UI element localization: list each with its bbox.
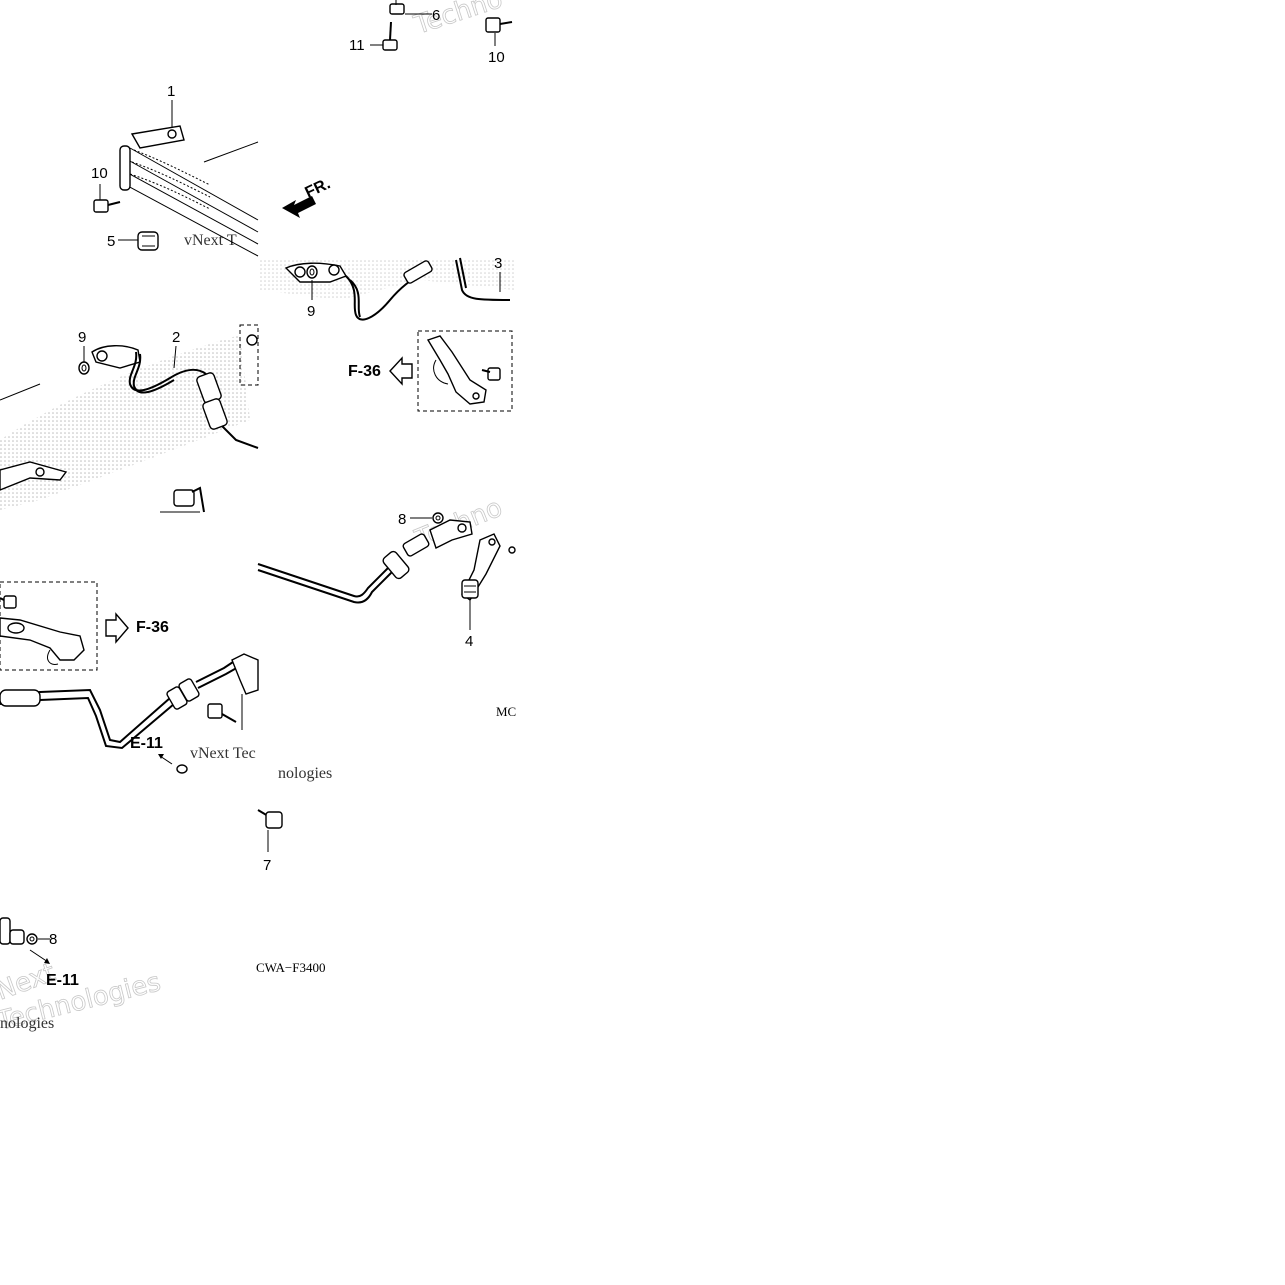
ref-e11: E-11 xyxy=(130,735,163,752)
watermark-text: vNext Tec xyxy=(190,745,256,762)
callout-8: 8 xyxy=(49,931,57,948)
bolt-10 xyxy=(485,17,513,33)
lower-fitting xyxy=(0,461,205,513)
callout-4: 4 xyxy=(465,633,473,650)
watermark-text: nologies xyxy=(0,1015,54,1032)
ref-arrow-icon xyxy=(105,612,129,644)
callout-5: 5 xyxy=(107,233,115,250)
ref-arrow-icon xyxy=(389,356,413,386)
detail-box xyxy=(417,330,513,412)
oil-cooler xyxy=(119,125,259,257)
front-label: FR. xyxy=(303,175,334,201)
diagram-code: CWA−F3400 xyxy=(256,960,325,975)
ref-e11: E-11 xyxy=(46,972,79,989)
fitting-bottom xyxy=(0,917,25,945)
callout-11: 11 xyxy=(349,37,365,54)
hose-right xyxy=(257,519,473,604)
callout-6: 6 xyxy=(432,7,440,24)
detail-box xyxy=(0,581,98,671)
bolt-7 xyxy=(257,809,283,829)
hose-lower xyxy=(0,653,259,750)
callout-2: 2 xyxy=(172,329,180,346)
bolt-10-left xyxy=(93,199,121,213)
washer-8 xyxy=(432,512,444,524)
clamp-4 xyxy=(461,533,501,602)
watermark-text: nologies xyxy=(278,765,332,782)
ref-f36: F-36 xyxy=(348,363,381,380)
bracket-detail xyxy=(426,335,501,405)
diagram-code: MC xyxy=(496,704,516,719)
ref-f36: F-36 xyxy=(136,619,169,636)
callout-9: 9 xyxy=(78,329,86,346)
callout-1: 1 xyxy=(167,83,175,100)
front-arrow-icon xyxy=(282,196,316,218)
callout-10: 10 xyxy=(91,165,108,182)
callout-7: 7 xyxy=(263,857,271,874)
washer-9 xyxy=(306,265,318,279)
callout-10: 10 xyxy=(488,49,505,66)
grommet-5 xyxy=(137,231,159,251)
callout-9: 9 xyxy=(307,303,315,320)
bolt-lower xyxy=(207,703,237,723)
watermark-text: vNext T xyxy=(184,232,237,249)
callout-8: 8 xyxy=(398,511,406,528)
bracket-detail-left xyxy=(0,595,85,665)
washer-8-bottom xyxy=(26,933,38,945)
bolt-6 xyxy=(389,0,405,15)
hose-2 xyxy=(0,345,259,449)
washer-9-left xyxy=(78,361,90,375)
bolt-11 xyxy=(382,21,398,51)
callout-3: 3 xyxy=(494,255,502,272)
